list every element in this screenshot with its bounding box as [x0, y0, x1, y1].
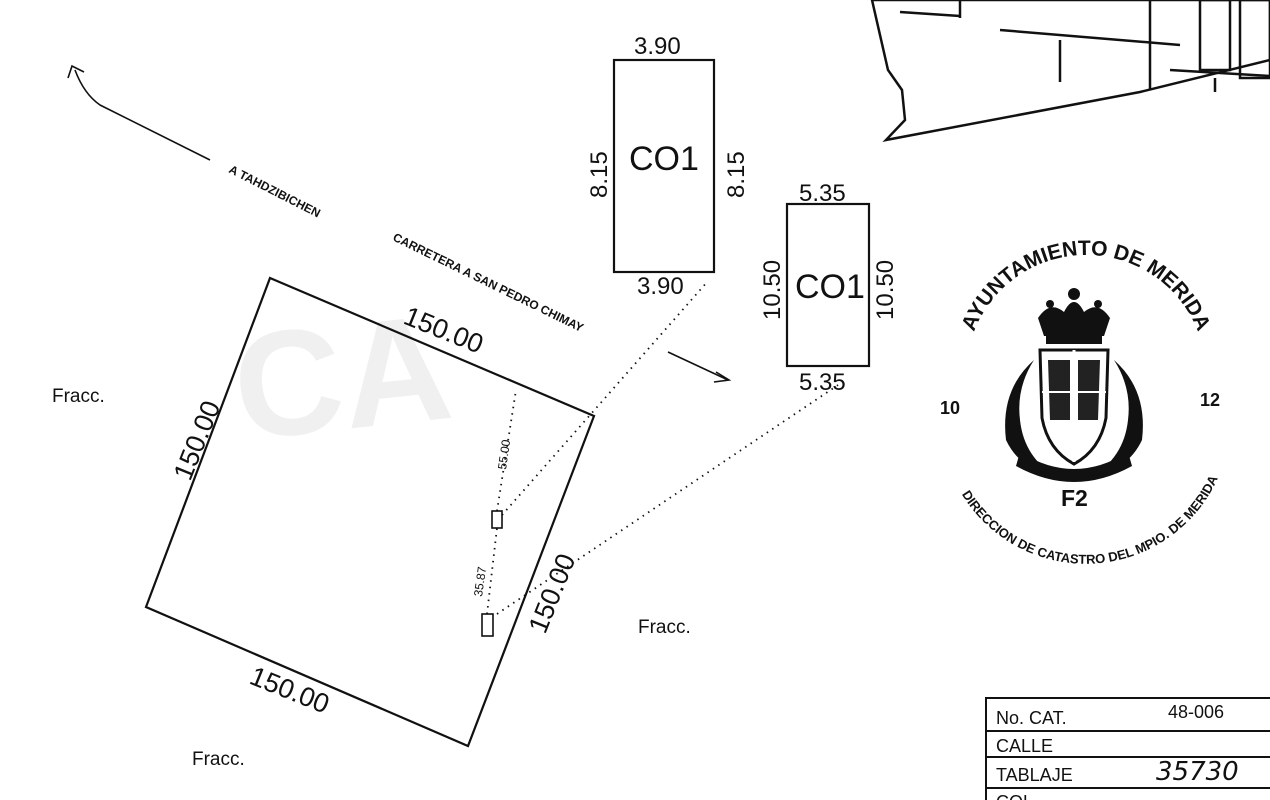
seal-left-number: 10: [940, 398, 960, 418]
building-1-outline: [612, 58, 716, 274]
building-1-top: 3.90: [634, 33, 681, 60]
info-table: No. CAT. 48-006 CALLE TABLAJE 35730 COL.: [985, 697, 1270, 800]
table-row: CALLE: [996, 736, 1053, 756]
building-2-left: 10.50: [759, 260, 786, 320]
building-1-right: 8.15: [723, 151, 750, 198]
table-row: COL.: [996, 792, 1038, 800]
building-2-top: 5.35: [799, 180, 846, 207]
table-label-calle: CALLE: [996, 736, 1053, 756]
neighbor-label-bottom: Fracc.: [192, 749, 245, 770]
building-1-code: CO1: [629, 140, 699, 178]
marker-distance-lower: 35.87: [471, 565, 489, 597]
building-2-code: CO1: [795, 268, 865, 306]
neighbor-label-right: Fracc.: [638, 617, 691, 638]
seal-crown: [1038, 288, 1110, 344]
table-label-tablaje: TABLAJE: [996, 765, 1073, 785]
seal-sheet: F2: [1061, 485, 1088, 511]
seal-shield: [1038, 348, 1110, 466]
municipal-seal: AYUNTAMIENTO DE MERIDA DIRECCION DE CATA…: [940, 237, 1221, 567]
seal-shield-quarters: [1048, 360, 1100, 420]
seal-laurels: [1005, 360, 1143, 478]
seal-bottom-text: DIRECCION DE CATASTRO DEL MPIO. DE MERID…: [959, 472, 1221, 567]
road-label-tahdzibichen: A TAHDZIBICHEN: [227, 162, 323, 220]
neighbor-label-left: Fracc.: [52, 386, 105, 407]
svg-text:CA: CA: [226, 282, 459, 472]
road-direction-arrow: [67, 64, 732, 383]
building-1-left: 8.15: [586, 151, 613, 198]
table-value-no-cat: 48-006: [1168, 702, 1224, 722]
parcel-side-left: 150.00: [168, 396, 227, 484]
watermark: CA: [226, 282, 459, 472]
marker-distance-upper: 55.00: [495, 438, 513, 470]
seal-ribbon: [1016, 452, 1132, 482]
parcel-outline: [144, 276, 596, 748]
neighbor-structures: [870, 0, 1270, 142]
building-2-bottom: 5.35: [799, 369, 846, 396]
table-row: No. CAT. 48-006: [996, 702, 1224, 728]
table-label-col: COL.: [996, 792, 1038, 800]
building-2-right: 10.50: [872, 260, 899, 320]
building-2-outline: [785, 202, 871, 368]
seal-right-number: 12: [1200, 390, 1220, 410]
table-label-no-cat: No. CAT.: [996, 708, 1067, 728]
building-1-bottom: 3.90: [637, 273, 684, 300]
leader-lines: [486, 280, 839, 615]
table-row: TABLAJE 35730: [996, 757, 1239, 787]
table-value-tablaje: 35730: [1156, 757, 1239, 787]
